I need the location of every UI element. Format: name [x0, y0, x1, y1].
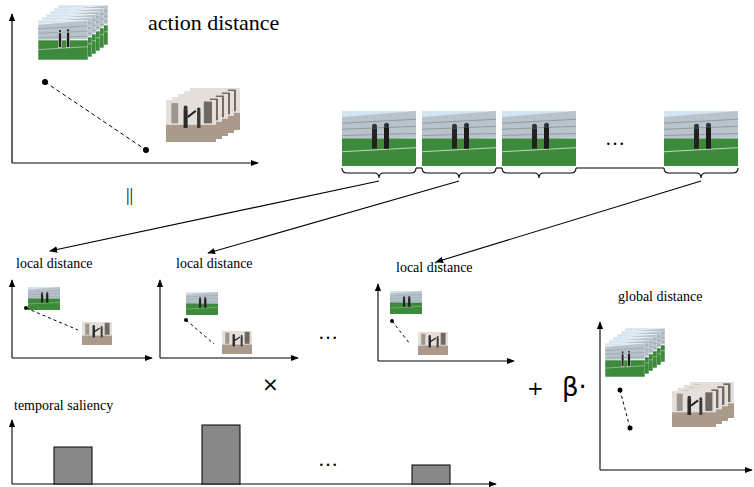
equals-sign: || [126, 186, 133, 204]
ellipsis: … [318, 322, 340, 342]
operator-symbol: + [527, 378, 544, 398]
plot-title: global distance [618, 290, 702, 304]
weight-symbol: β· [562, 374, 587, 400]
operator-symbol: × [262, 374, 279, 394]
plot-title: local distance [396, 261, 473, 275]
plot-title: local distance [16, 257, 93, 271]
plot-title: temporal saliency [14, 399, 113, 413]
ellipsis: … [605, 128, 627, 148]
ellipsis: … [318, 449, 340, 469]
plot-title: action distance [148, 12, 279, 34]
plot-title: local distance [176, 257, 253, 271]
